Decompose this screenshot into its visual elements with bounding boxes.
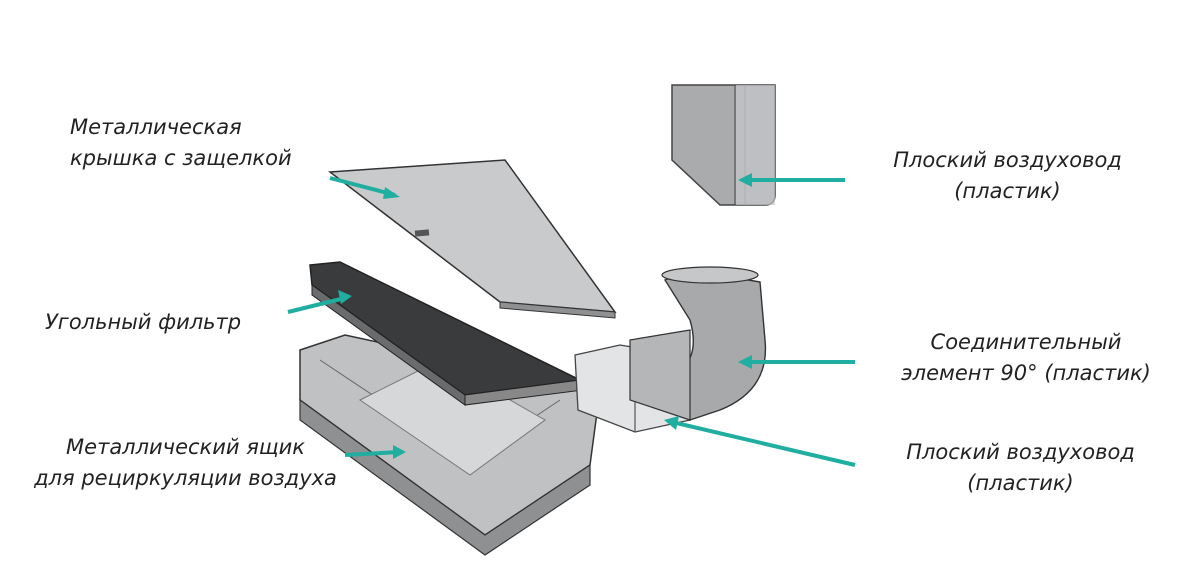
label-line: Угольный фильтр — [45, 310, 242, 334]
arrow-filter — [287, 290, 352, 314]
carbon-filter — [309, 261, 584, 406]
label-elbow: Соединительный элемент 90° (пластик) — [872, 327, 1180, 389]
arrow-lid — [329, 176, 400, 199]
arrow-box — [344, 445, 406, 459]
vertical-flat-duct — [671, 84, 776, 206]
arrow-elbow — [738, 355, 855, 369]
label-metal-lid: Металлическая крышка с защелкой — [70, 112, 292, 174]
label-line: Металлический ящик — [66, 435, 305, 459]
label-line: Металлическая — [70, 115, 242, 139]
metal-lid — [327, 159, 617, 319]
label-line: для рециркуляции воздуха — [34, 466, 337, 490]
label-line: Плоский воздуховод — [906, 440, 1135, 464]
label-recirculation-box: Металлический ящик для рециркуляции возд… — [18, 432, 353, 494]
label-line: (пластик) — [954, 179, 1061, 203]
label-line: Плоский воздуховод — [893, 148, 1122, 172]
label-horizontal-duct: Плоский воздуховод (пластик) — [888, 437, 1153, 499]
pointer-arrows — [287, 173, 856, 467]
label-vertical-duct: Плоский воздуховод (пластик) — [875, 145, 1140, 207]
arrow-duct-bottom — [664, 416, 856, 467]
elbow-90 — [629, 266, 767, 421]
label-line: крышка с защелкой — [70, 146, 292, 170]
label-carbon-filter: Угольный фильтр — [45, 307, 241, 338]
label-line: (пластик) — [967, 471, 1074, 495]
label-line: Соединительный — [930, 330, 1122, 354]
label-line: элемент 90° (пластик) — [901, 361, 1151, 385]
arrow-duct-top — [738, 173, 845, 187]
